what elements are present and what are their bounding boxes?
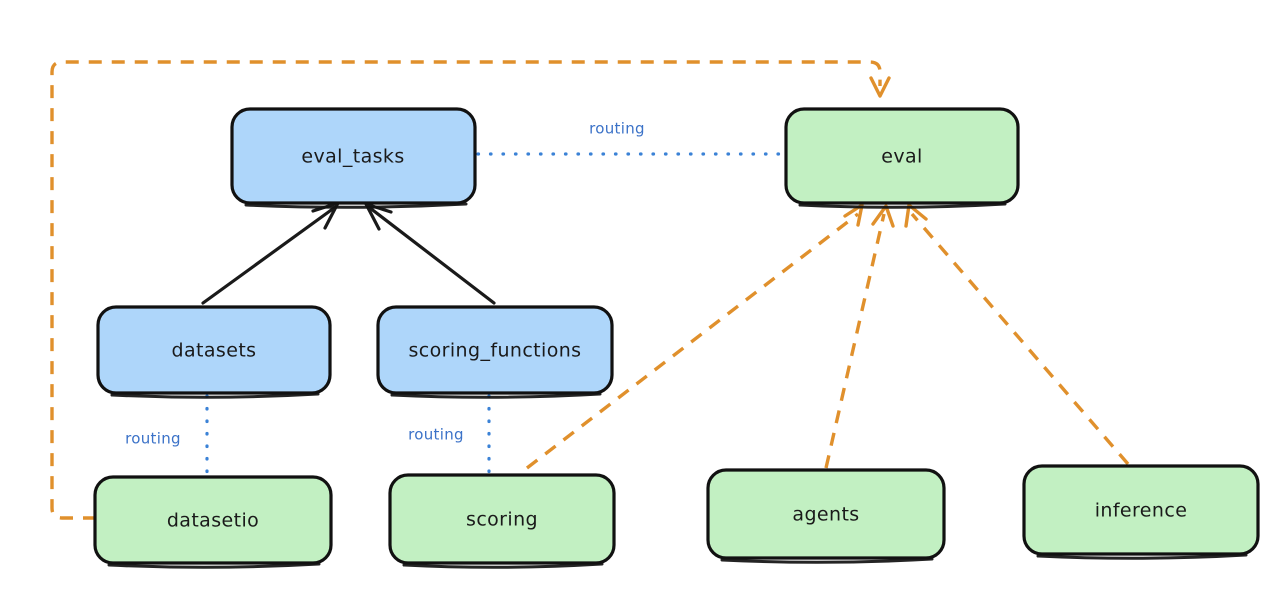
node-eval-label: eval (881, 146, 922, 168)
node-datasets-shape[interactable] (96, 305, 332, 395)
node-eval_tasks[interactable]: eval_tasks (230, 107, 477, 209)
node-inference-shape[interactable] (1022, 464, 1260, 556)
node-scoring-label: scoring (466, 509, 538, 531)
node-inference[interactable]: inference (1022, 464, 1260, 560)
node-agents[interactable]: agents (706, 468, 946, 564)
node-datasetio-shape[interactable] (93, 475, 333, 565)
node-layer: eval_tasks eval datasets scoring_functio… (93, 107, 1260, 569)
node-datasets[interactable]: datasets (96, 305, 332, 399)
node-datasetio-label: datasetio (167, 510, 259, 532)
node-scoring_functions-label: scoring_functions (409, 340, 582, 362)
node-eval_tasks-label: eval_tasks (301, 146, 404, 168)
edge-scoringfns-eval_tasks (364, 202, 496, 305)
node-agents-shape[interactable] (706, 468, 946, 560)
node-eval_tasks-shape[interactable] (230, 107, 477, 205)
node-inference-label: inference (1095, 500, 1188, 522)
edge-agents-eval (824, 204, 895, 469)
edge-layer (50, 60, 1130, 520)
node-datasets-label: datasets (172, 340, 257, 362)
node-scoring-shape[interactable] (388, 473, 616, 565)
node-agents-label: agents (792, 504, 859, 526)
edge-scoring-eval (525, 203, 864, 470)
node-scoring[interactable]: scoring (388, 473, 616, 569)
edge-label-routing-left: routing (125, 430, 181, 448)
node-eval-shape[interactable] (784, 107, 1020, 205)
node-scoring_functions-shape[interactable] (376, 305, 614, 395)
edge-label-routing-top: routing (589, 120, 645, 138)
edge-datasets-eval_tasks (201, 201, 340, 305)
node-datasetio[interactable]: datasetio (93, 475, 333, 569)
node-scoring_functions[interactable]: scoring_functions (376, 305, 614, 399)
edge-label-routing-middle: routing (408, 426, 464, 444)
edge-label-layer: routing routing routing (125, 120, 645, 448)
node-eval[interactable]: eval (784, 107, 1020, 209)
edge-datasetio-eval (50, 60, 891, 520)
edge-inference-eval (904, 203, 1130, 466)
